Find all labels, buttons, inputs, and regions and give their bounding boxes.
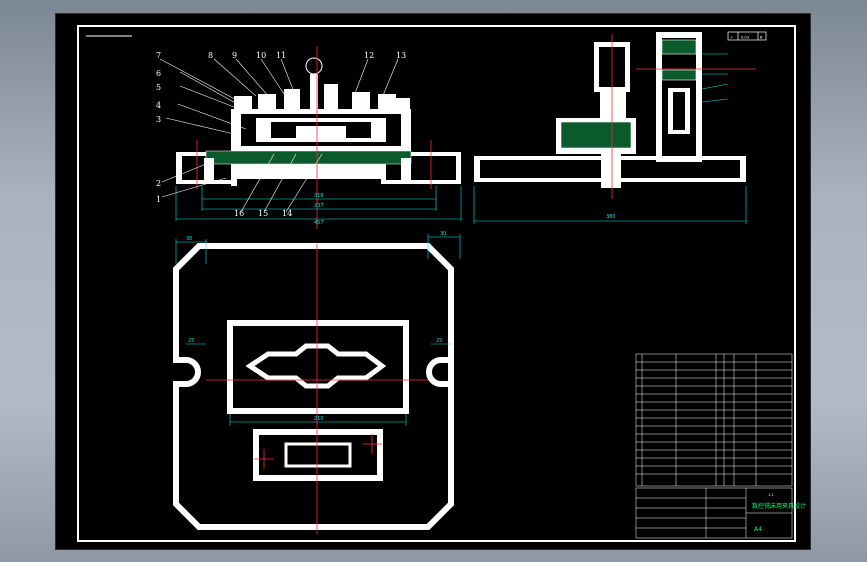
parts-list — [635, 353, 793, 487]
part-number-10: 10 — [256, 51, 266, 60]
part-number-1: 1 — [156, 195, 161, 204]
dim-plan-3: 25 — [188, 338, 194, 344]
scale-label: 1:1 — [768, 493, 774, 497]
plan-view: 30 30 25 25 210 — [173, 231, 461, 534]
tolerance-symbol: ↗ — [730, 36, 733, 40]
sheet-size: A4 — [754, 526, 762, 533]
part-number-11: 11 — [276, 51, 286, 60]
dim-front-2: 237 — [314, 203, 324, 209]
drawing-title: 数控铣床用夹具设计 — [752, 502, 806, 510]
part-number-4: 4 — [156, 101, 161, 110]
part-number-14: 14 — [282, 209, 292, 218]
dim-front-3: 457 — [314, 220, 324, 226]
part-number-8: 8 — [208, 51, 213, 60]
part-number-6: 6 — [156, 69, 161, 78]
part-number-13: 13 — [396, 51, 406, 60]
front-view: 316 237 457 7 6 5 4 3 2 1 8 9 10 11 12 1… — [156, 46, 462, 229]
part-number-15: 15 — [258, 209, 268, 218]
drawing-canvas: 316 237 457 7 6 5 4 3 2 1 8 9 10 11 12 1… — [55, 13, 811, 550]
part-number-16: 16 — [234, 209, 244, 218]
part-number-9: 9 — [232, 51, 237, 60]
part-number-3: 3 — [156, 115, 161, 124]
part-number-2: 2 — [156, 179, 161, 188]
tolerance-datum: B — [760, 36, 763, 40]
tolerance-value: 0.03 — [741, 36, 749, 40]
sheet-border — [77, 25, 796, 542]
dim-plan-5: 210 — [314, 416, 324, 422]
part-number-12: 12 — [364, 51, 374, 60]
dim-plan-1: 30 — [186, 236, 192, 242]
title-block: 数控铣床用夹具设计 A4 1:1 — [635, 487, 806, 539]
dim-plan-2: 30 — [440, 231, 446, 237]
side-view: 380 ↗ 0.03 B — [473, 31, 767, 224]
tolerance-frame: ↗ 0.03 B — [727, 31, 767, 41]
part-number-5: 5 — [156, 83, 161, 92]
dim-front-1: 316 — [314, 193, 324, 199]
part-number-7: 7 — [156, 51, 161, 60]
dim-plan-4: 25 — [436, 338, 442, 344]
cad-drawing: 316 237 457 7 6 5 4 3 2 1 8 9 10 11 12 1… — [77, 25, 806, 542]
dim-side-1: 380 — [606, 214, 616, 220]
